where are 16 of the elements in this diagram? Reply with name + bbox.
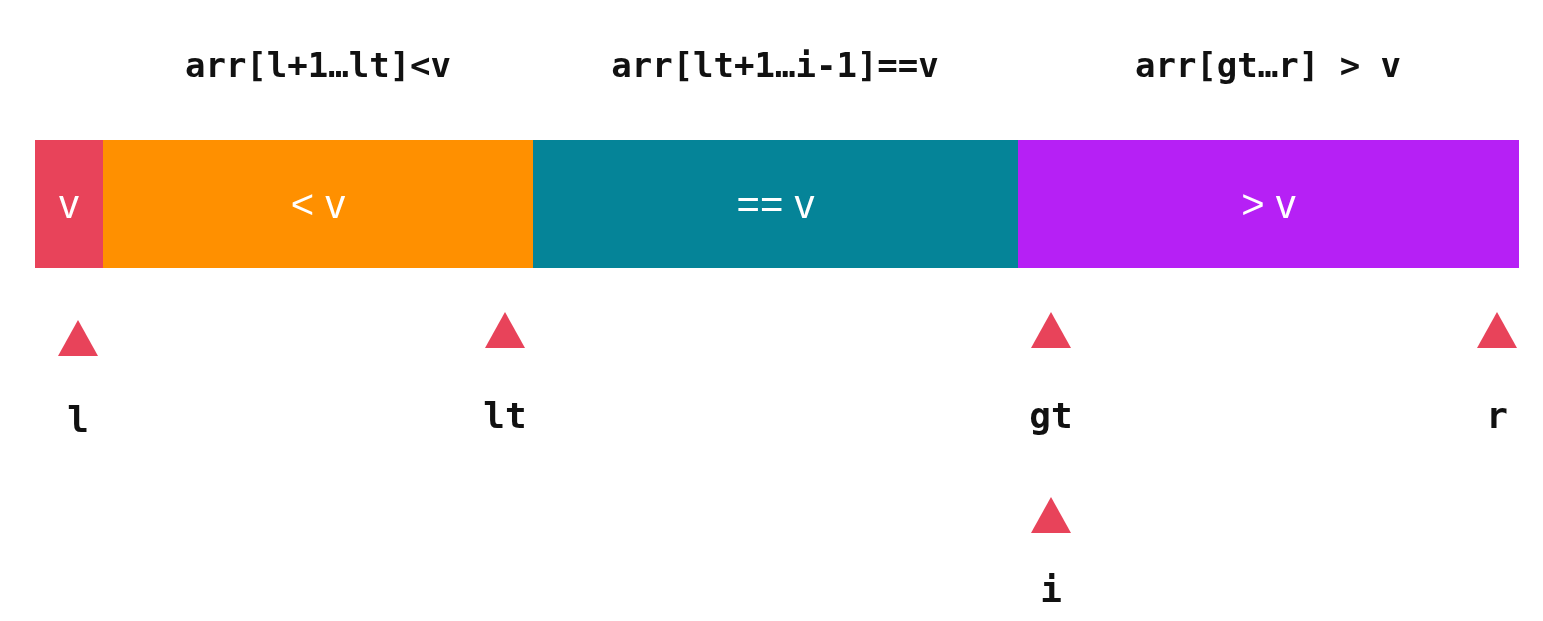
array-segment (533, 140, 1018, 268)
range-heading: arr[l+1…lt]<v (184, 48, 452, 82)
array-segment (1018, 140, 1519, 268)
segment-label: > v (1241, 181, 1296, 228)
pointer-label: lt (483, 398, 527, 434)
segment-label: v (59, 181, 79, 228)
segment-label: == v (736, 181, 815, 228)
array-segment (35, 140, 103, 268)
pointer-label: gt (1029, 398, 1073, 434)
pointer-label: i (1040, 572, 1062, 608)
array-segment (103, 140, 533, 268)
range-heading: arr[gt…r] > v (1134, 48, 1402, 82)
pointer-label: l (67, 402, 89, 438)
range-heading: arr[lt+1…i-1]==v (611, 48, 939, 82)
pointer-label: r (1486, 398, 1508, 434)
segment-label: < v (290, 181, 346, 228)
